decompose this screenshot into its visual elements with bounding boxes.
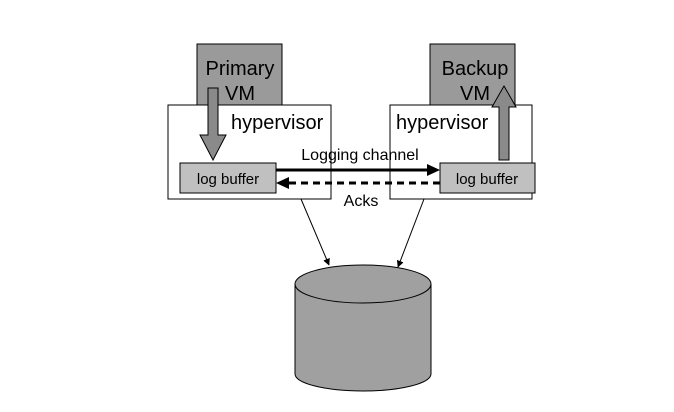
- backup-vm-box-overlay: [429, 43, 516, 106]
- acks-arrowhead: [276, 177, 289, 189]
- buffer-to-backup-arrow: [491, 84, 517, 161]
- logging-channel: Logging channel: [276, 147, 440, 176]
- logging-channel-label: Logging channel: [301, 147, 418, 164]
- acks-label: Acks: [344, 193, 379, 210]
- primary-log-buffer: log buffer: [179, 162, 277, 194]
- backup-log-buffer: log buffer: [439, 162, 536, 194]
- primary-log-buffer-box: [179, 162, 277, 194]
- primary-log-buffer-label: log buffer: [197, 171, 259, 188]
- backup-vm-label-line2: VM: [460, 83, 490, 105]
- logging-channel-arrowhead: [427, 164, 440, 176]
- backup-to-disk-line: [396, 198, 425, 268]
- shared-disk: [294, 264, 432, 392]
- primary-hypervisor-label: hypervisor: [231, 112, 324, 134]
- primary-to-buffer-arrow: [199, 87, 227, 162]
- acks-channel: Acks: [276, 177, 440, 210]
- shared-disk-body: [294, 284, 432, 392]
- backup-vm-label-line1: Backup: [442, 58, 509, 80]
- primary-to-disk-line: [300, 198, 330, 266]
- primary-vm-label-line1: Primary: [206, 58, 275, 80]
- backup-log-buffer-label: log buffer: [456, 171, 518, 188]
- backup-hypervisor-label: hypervisor: [396, 112, 489, 134]
- shared-disk-top: [294, 264, 432, 304]
- backup-log-buffer-box: [439, 162, 536, 194]
- primary-vm-box-overlay: [196, 43, 283, 106]
- primary-vm-label-line2: VM: [225, 83, 255, 105]
